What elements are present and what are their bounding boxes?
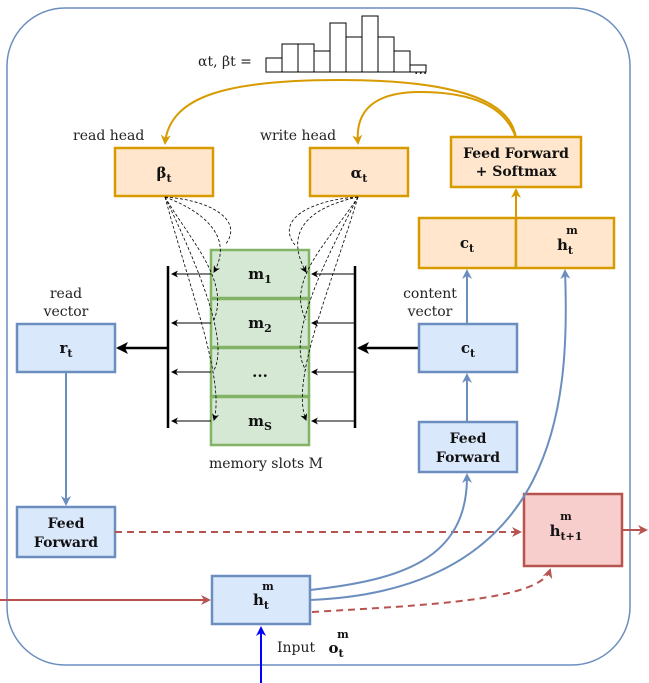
histogram-bar <box>265 57 283 73</box>
write-head-label: write head <box>260 128 336 144</box>
head-attention-lines <box>164 196 359 421</box>
input-sup: m <box>337 628 349 641</box>
input-label: Input <box>277 640 316 656</box>
memory-slot-s-label: mS <box>248 412 272 433</box>
alpha-beta-label: αt, βt = <box>198 54 252 70</box>
write-head-symbol: αt <box>351 164 369 185</box>
write-head-box <box>308 146 410 198</box>
memory-slot-2-label: m2 <box>248 314 272 335</box>
ct-concat-symbol: ct <box>460 234 475 255</box>
memory-block: m1 m2 ... mS <box>209 248 311 447</box>
rt-box <box>15 322 117 374</box>
content-vector-line1: content <box>403 286 457 302</box>
histogram-bar <box>297 43 315 73</box>
h-input-box <box>210 574 312 626</box>
arrow-h-input-to-ff-right <box>309 473 473 591</box>
ff-right-box <box>417 420 519 474</box>
memory-slot-2 <box>209 297 311 349</box>
read-head-symbol: βt <box>156 164 172 185</box>
read-vector-line1: read <box>50 286 82 302</box>
histogram-bar <box>281 43 299 73</box>
read-head-box <box>113 146 215 198</box>
h-next-symbol: ht+1 <box>550 522 583 543</box>
ct-box <box>417 322 519 374</box>
h-next-sup: m <box>560 510 572 523</box>
ht-concat-box <box>514 216 616 270</box>
arrow-h-input-to-h-next <box>311 568 553 613</box>
histogram-bar <box>377 36 395 73</box>
memory-slot-1-label: m1 <box>248 265 272 286</box>
histogram-bar <box>329 22 347 73</box>
ff-left-line1: Feed <box>48 516 85 532</box>
ct-concat-box <box>417 216 518 270</box>
read-arrows <box>171 270 211 425</box>
ff-right-line2: Forward <box>436 450 500 466</box>
arrow-ff-to-write-head <box>352 90 517 145</box>
histogram-bar <box>409 64 427 73</box>
write-arrows <box>311 270 355 425</box>
ff-softmax-box <box>449 135 583 189</box>
read-vector-line2: vector <box>43 304 89 320</box>
ct-symbol: ct <box>461 339 476 360</box>
ht-concat-symbol: ht <box>557 236 574 257</box>
arrow-ff-to-read-head <box>160 78 517 145</box>
h-input-symbol: ht <box>253 591 270 612</box>
input-symbol: ot <box>328 639 344 660</box>
histogram-ellipsis: ... <box>414 62 427 78</box>
rt-symbol: rt <box>60 339 74 360</box>
histogram-bar <box>393 50 411 73</box>
content-vector-line2: vector <box>407 304 453 320</box>
ff-softmax-line1: Feed Forward <box>463 146 569 162</box>
histogram-bar <box>313 50 331 73</box>
arrow-h-input-to-ht-concat <box>309 269 571 601</box>
attention-histogram <box>265 15 427 73</box>
memory-slot-ellipsis-label: ... <box>252 363 268 381</box>
memory-slot-ellipsis <box>209 346 311 398</box>
histogram-bar <box>345 36 363 73</box>
ff-softmax-line2: + Softmax <box>476 164 557 180</box>
h-input-sup: m <box>262 580 274 593</box>
outer-container <box>6 7 631 666</box>
histogram-bar <box>361 15 379 73</box>
ff-left-line2: Forward <box>34 535 98 551</box>
memory-caption: memory slots M <box>209 456 323 472</box>
ht-concat-sup: m <box>566 224 578 237</box>
read-head-label: read head <box>73 128 144 144</box>
h-next-box <box>522 492 624 568</box>
ff-right-line1: Feed <box>450 431 487 447</box>
